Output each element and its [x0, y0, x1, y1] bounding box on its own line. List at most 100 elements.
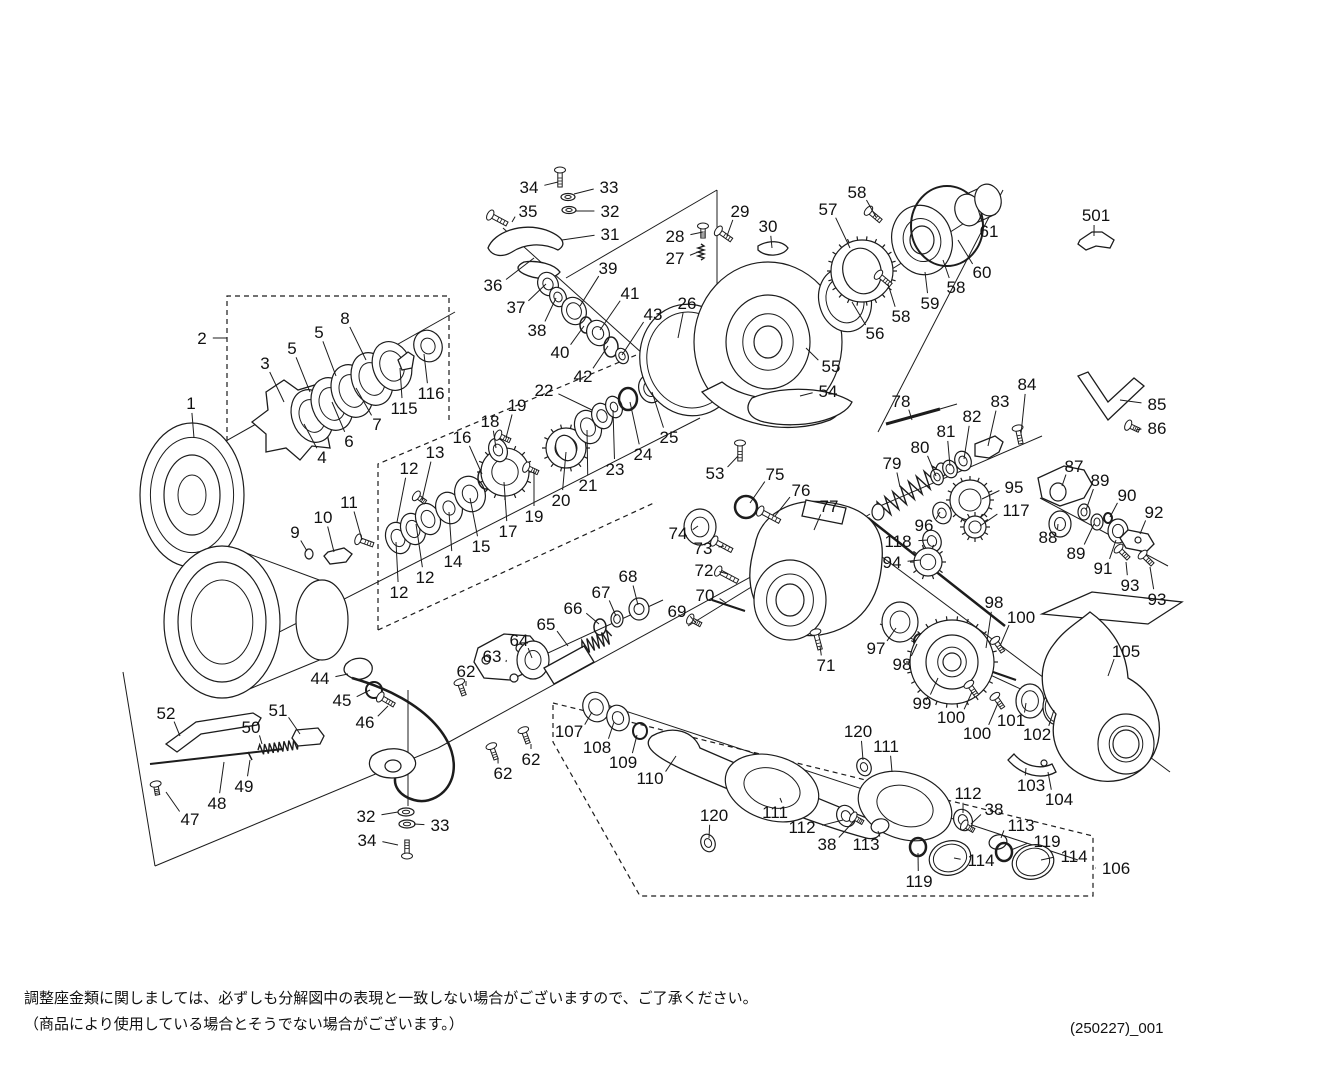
part-number-label: 2 [197, 329, 206, 348]
part-number-label: 26 [678, 294, 697, 313]
part-number-label: 46 [356, 713, 375, 732]
part-number-label: 98 [985, 593, 1004, 612]
part-number-label: 89 [1091, 471, 1110, 490]
part-number-label: 117 [1002, 501, 1029, 520]
part-number-label: 104 [1045, 790, 1073, 809]
part-number-label: 48 [208, 794, 227, 813]
part-number-label: 71 [817, 656, 836, 675]
part-number-label: 65 [537, 615, 556, 634]
part-number-label: 58 [947, 278, 966, 297]
part-number-label: 24 [634, 445, 653, 464]
part-number-label: 40 [551, 343, 570, 362]
part-number-label: 66 [564, 599, 583, 618]
part-number-label: 100 [963, 724, 991, 743]
part-number-label: 43 [644, 305, 663, 324]
part-number-label: 15 [472, 537, 491, 556]
part-number-label: 62 [457, 662, 476, 681]
part-number-label: 16 [453, 428, 472, 447]
part-number-label: 12 [400, 459, 419, 478]
part-number-label: 51 [269, 701, 288, 720]
part-number-label: 83 [991, 392, 1010, 411]
part-number-label: 3 [260, 354, 269, 373]
part-number-label: 36 [484, 276, 503, 295]
part-number-label: 110 [636, 769, 663, 788]
part-number-label: 92 [1145, 503, 1164, 522]
part-number-label: 119 [1033, 832, 1060, 851]
part-number-label: 112 [954, 784, 981, 803]
part-number-label: 109 [609, 753, 637, 772]
part-number-label: 67 [592, 583, 611, 602]
part-number-label: 55 [822, 357, 841, 376]
part-number-label: 34 [520, 178, 539, 197]
part-number-label: 18 [481, 412, 500, 431]
part-number-label: 106 [1102, 859, 1130, 878]
part-number-label: 44 [311, 669, 330, 688]
part-number-label: 37 [507, 298, 526, 317]
part-number-label: 7 [372, 415, 381, 434]
part-number-label: 32 [601, 202, 620, 221]
part-number-label: 33 [431, 816, 450, 835]
part-number-label: 75 [766, 465, 785, 484]
part-number-label: 12 [390, 583, 409, 602]
part-number-label: 99 [913, 694, 932, 713]
part-number-label: 73 [694, 539, 713, 558]
part-number-label: 91 [1094, 559, 1113, 578]
part-number-label: 61 [980, 222, 999, 241]
part-number-label: 19 [508, 396, 527, 415]
part-number-label: 69 [668, 602, 687, 621]
part-number-label: 6 [344, 432, 353, 451]
part-number-label: 38 [985, 800, 1004, 819]
part-number-label: 74 [669, 524, 688, 543]
part-number-label: 57 [819, 200, 838, 219]
part-number-label: 80 [911, 438, 930, 457]
part-number-label: 94 [883, 553, 902, 572]
part-number-label: 38 [818, 835, 837, 854]
part-number-label: 54 [819, 382, 838, 401]
part-number-label: 115 [390, 399, 417, 418]
part-number-label: 100 [937, 708, 965, 727]
group-boxes-layer [226, 295, 1094, 897]
part-number-label: 58 [892, 307, 911, 326]
part-number-label: 28 [666, 227, 685, 246]
part-number-label: 59 [921, 294, 940, 313]
part-number-label: 89 [1067, 544, 1086, 563]
part-number-label: 31 [601, 225, 620, 244]
part-number-label: 108 [583, 738, 611, 757]
part-number-label: 47 [181, 810, 200, 829]
part-number-label: 42 [574, 367, 593, 386]
part-number-label: 21 [579, 476, 598, 495]
part-number-label: 107 [555, 722, 583, 741]
part-number-label: 1 [186, 394, 195, 413]
part-number-label: 111 [762, 803, 788, 822]
footnote: 調整座金類に関しましては、必ずしも分解図中の表現と一致しない場合がございますので… [24, 986, 758, 1038]
part-number-label: 23 [606, 460, 625, 479]
part-number-label: 5 [287, 339, 296, 358]
part-number-label: 58 [848, 183, 867, 202]
part-number-label: 17 [499, 522, 518, 541]
part-number-label: 78 [892, 392, 911, 411]
part-number-label: 14 [444, 552, 463, 571]
part-number-label: 11 [340, 493, 358, 512]
parts-shapes-layer [139, 166, 1184, 880]
part-number-label: 64 [510, 631, 529, 650]
part-number-label: 22 [535, 381, 554, 400]
part-number-label: 39 [599, 259, 618, 278]
part-number-label: 103 [1017, 776, 1045, 795]
footnote-line-2: （商品により使用している場合とそうでない場合がございます。） [24, 1016, 464, 1033]
part-number-label: 56 [866, 324, 885, 343]
part-number-label: 49 [235, 777, 254, 796]
part-number-label: 12 [416, 568, 435, 587]
part-number-label: 34 [358, 831, 377, 850]
part-number-label: 19 [525, 507, 544, 526]
part-number-label: 77 [820, 497, 839, 516]
part-number-label: 114 [1060, 847, 1087, 866]
part-number-label: 114 [967, 851, 994, 870]
part-number-label: 33 [600, 178, 619, 197]
part-number-label: 111 [873, 737, 899, 756]
part-number-label: 116 [417, 384, 444, 403]
part-number-label: 30 [759, 217, 778, 236]
part-number-label: 119 [905, 872, 932, 891]
part-number-label: 62 [522, 750, 541, 769]
part-number-label: 93 [1121, 576, 1140, 595]
